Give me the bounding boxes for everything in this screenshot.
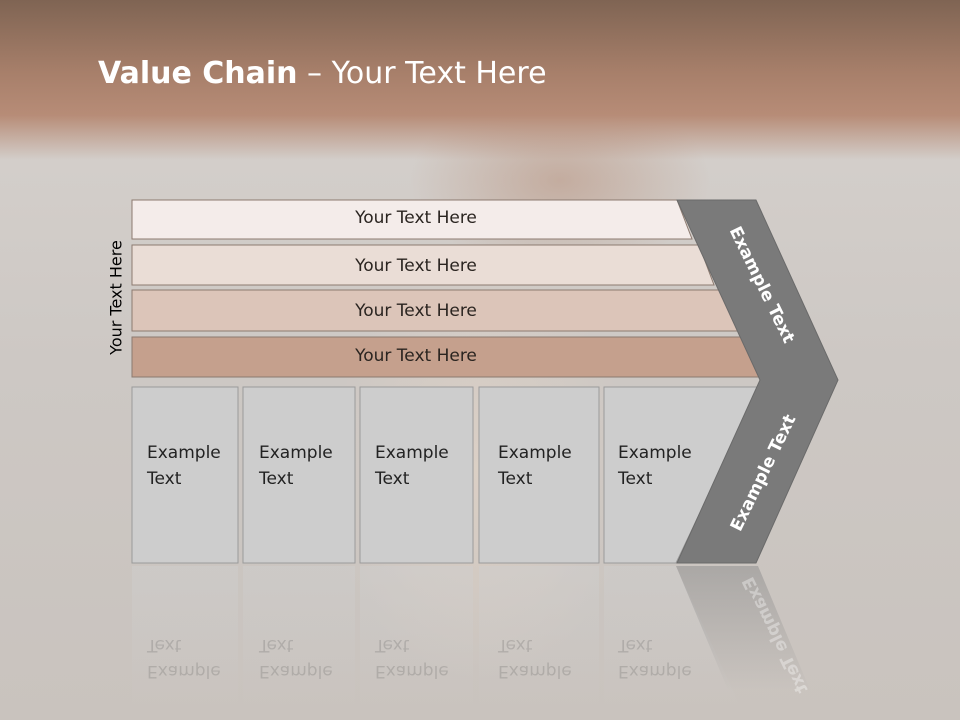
- cell-1-label-reflection: Example Text: [147, 632, 221, 684]
- chevron-arrow: [676, 199, 839, 564]
- bar-1-label: Your Text Here: [355, 208, 477, 228]
- cell-3-line2-reflection: Text: [375, 635, 410, 655]
- bar-2-label: Your Text Here: [355, 256, 477, 276]
- cell-3-line2: Text: [375, 469, 410, 489]
- chevron-reflection: [676, 566, 810, 690]
- cell-1: [131, 386, 239, 564]
- bar-1: [131, 199, 693, 240]
- cell-5-label-reflection: Example Text: [618, 632, 692, 684]
- bar-3-label: Your Text Here: [355, 301, 477, 321]
- cell-4-reflection: [479, 566, 599, 706]
- cell-5-line2: Text: [618, 469, 653, 489]
- bar-2: [131, 244, 715, 286]
- cell-3: [359, 386, 474, 564]
- cell-4-label-reflection: Example Text: [498, 632, 572, 684]
- cell-5-reflection: [604, 566, 740, 706]
- cell-5-line1: Example: [618, 443, 692, 463]
- cell-2: [242, 386, 356, 564]
- cell-2-line2-reflection: Text: [259, 635, 294, 655]
- cell-2-reflection: [243, 566, 355, 706]
- cell-3-line1: Example: [375, 443, 449, 463]
- title-rest: – Your Text Here: [297, 56, 547, 91]
- cell-3-line1-reflection: Example: [375, 661, 449, 681]
- cell-1-reflection: [132, 566, 238, 706]
- cell-2-line1-reflection: Example: [259, 661, 333, 681]
- cell-2-line1: Example: [259, 443, 333, 463]
- cell-5-line2-reflection: Text: [618, 635, 653, 655]
- title-band: [0, 0, 960, 160]
- cell-1-line1: Example: [147, 443, 221, 463]
- bar-4-label: Your Text Here: [355, 346, 477, 366]
- cell-2-label-reflection: Example Text: [259, 632, 333, 684]
- cell-4-line2: Text: [498, 469, 533, 489]
- cell-1-line2: Text: [147, 469, 182, 489]
- title-bold: Value Chain: [98, 56, 298, 91]
- cell-1-line2-reflection: Text: [147, 635, 182, 655]
- cell-4-line1: Example: [498, 443, 572, 463]
- cell-1-line1-reflection: Example: [147, 661, 221, 681]
- cell-3-label-reflection: Example Text: [375, 632, 449, 684]
- slide-title: Value Chain – Your Text Here: [98, 54, 547, 94]
- cell-4-line1-reflection: Example: [498, 661, 572, 681]
- cell-4-line2-reflection: Text: [498, 635, 533, 655]
- cell-5-line1-reflection: Example: [618, 661, 692, 681]
- cell-5: [603, 386, 761, 564]
- cell-4: [478, 386, 600, 564]
- cell-3-reflection: [360, 566, 473, 706]
- cell-2-line2: Text: [259, 469, 294, 489]
